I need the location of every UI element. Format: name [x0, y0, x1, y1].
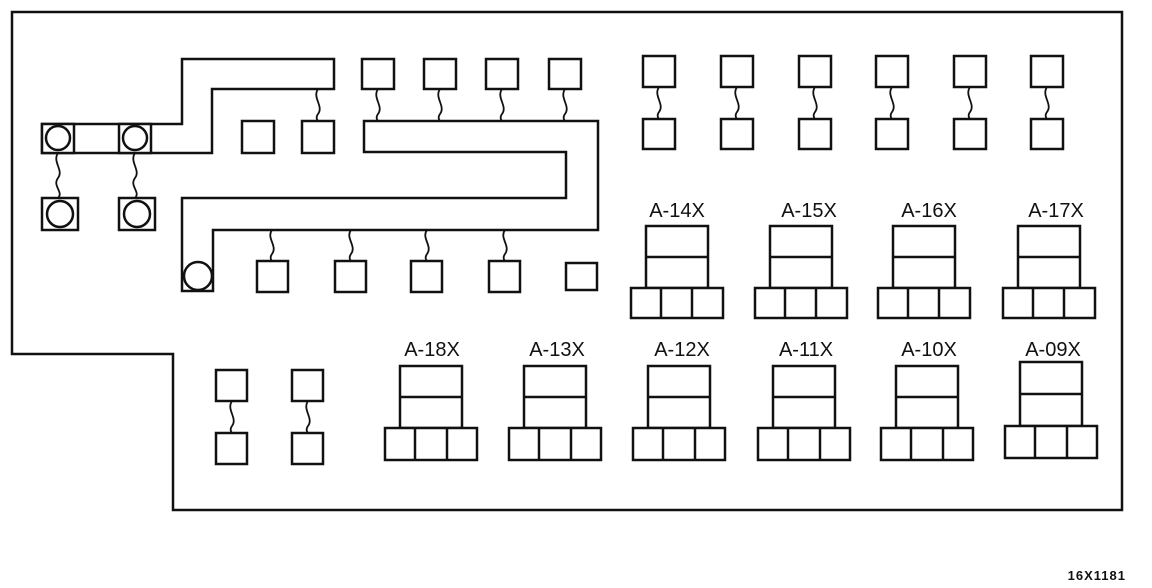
relay-a-16x: A-16X — [876, 200, 972, 320]
relay-a-12x: A-12X — [631, 339, 727, 462]
relay-a-18x: A-18X — [383, 339, 479, 462]
relay-label-a-16x: A-16X — [901, 200, 957, 222]
relay-a-10x: A-10X — [879, 339, 975, 462]
relay-label-a-10x: A-10X — [901, 339, 957, 361]
circle-terminals-lower — [40, 196, 214, 292]
relay-a-09x: A-09X — [1003, 339, 1099, 460]
relay-a-11x: A-11X — [756, 339, 852, 462]
relay-label-a-18x: A-18X — [404, 339, 460, 361]
circle-terminals-left — [40, 122, 153, 155]
panel-outline — [10, 10, 1124, 512]
relay-label-a-14x: A-14X — [649, 200, 705, 222]
relay-a-15x: A-15X — [753, 200, 849, 320]
relay-a-17x: A-17X — [1001, 200, 1097, 320]
relay-label-a-15x: A-15X — [781, 200, 837, 222]
relay-label-a-13x: A-13X — [529, 339, 585, 361]
relay-label-a-11x: A-11X — [779, 339, 833, 361]
bus-bar-middle — [180, 119, 600, 293]
relay-label-a-12x: A-12X — [654, 339, 710, 361]
relay-label-a-17x: A-17X — [1028, 200, 1084, 222]
square-fuses — [214, 54, 1065, 466]
relay-label-a-09x: A-09X — [1025, 339, 1081, 361]
figure-code: 16X1181 — [1068, 568, 1126, 583]
relay-a-13x: A-13X — [507, 339, 603, 462]
relay-a-14x: A-14X — [629, 200, 725, 320]
bus-bar-left — [40, 57, 336, 155]
